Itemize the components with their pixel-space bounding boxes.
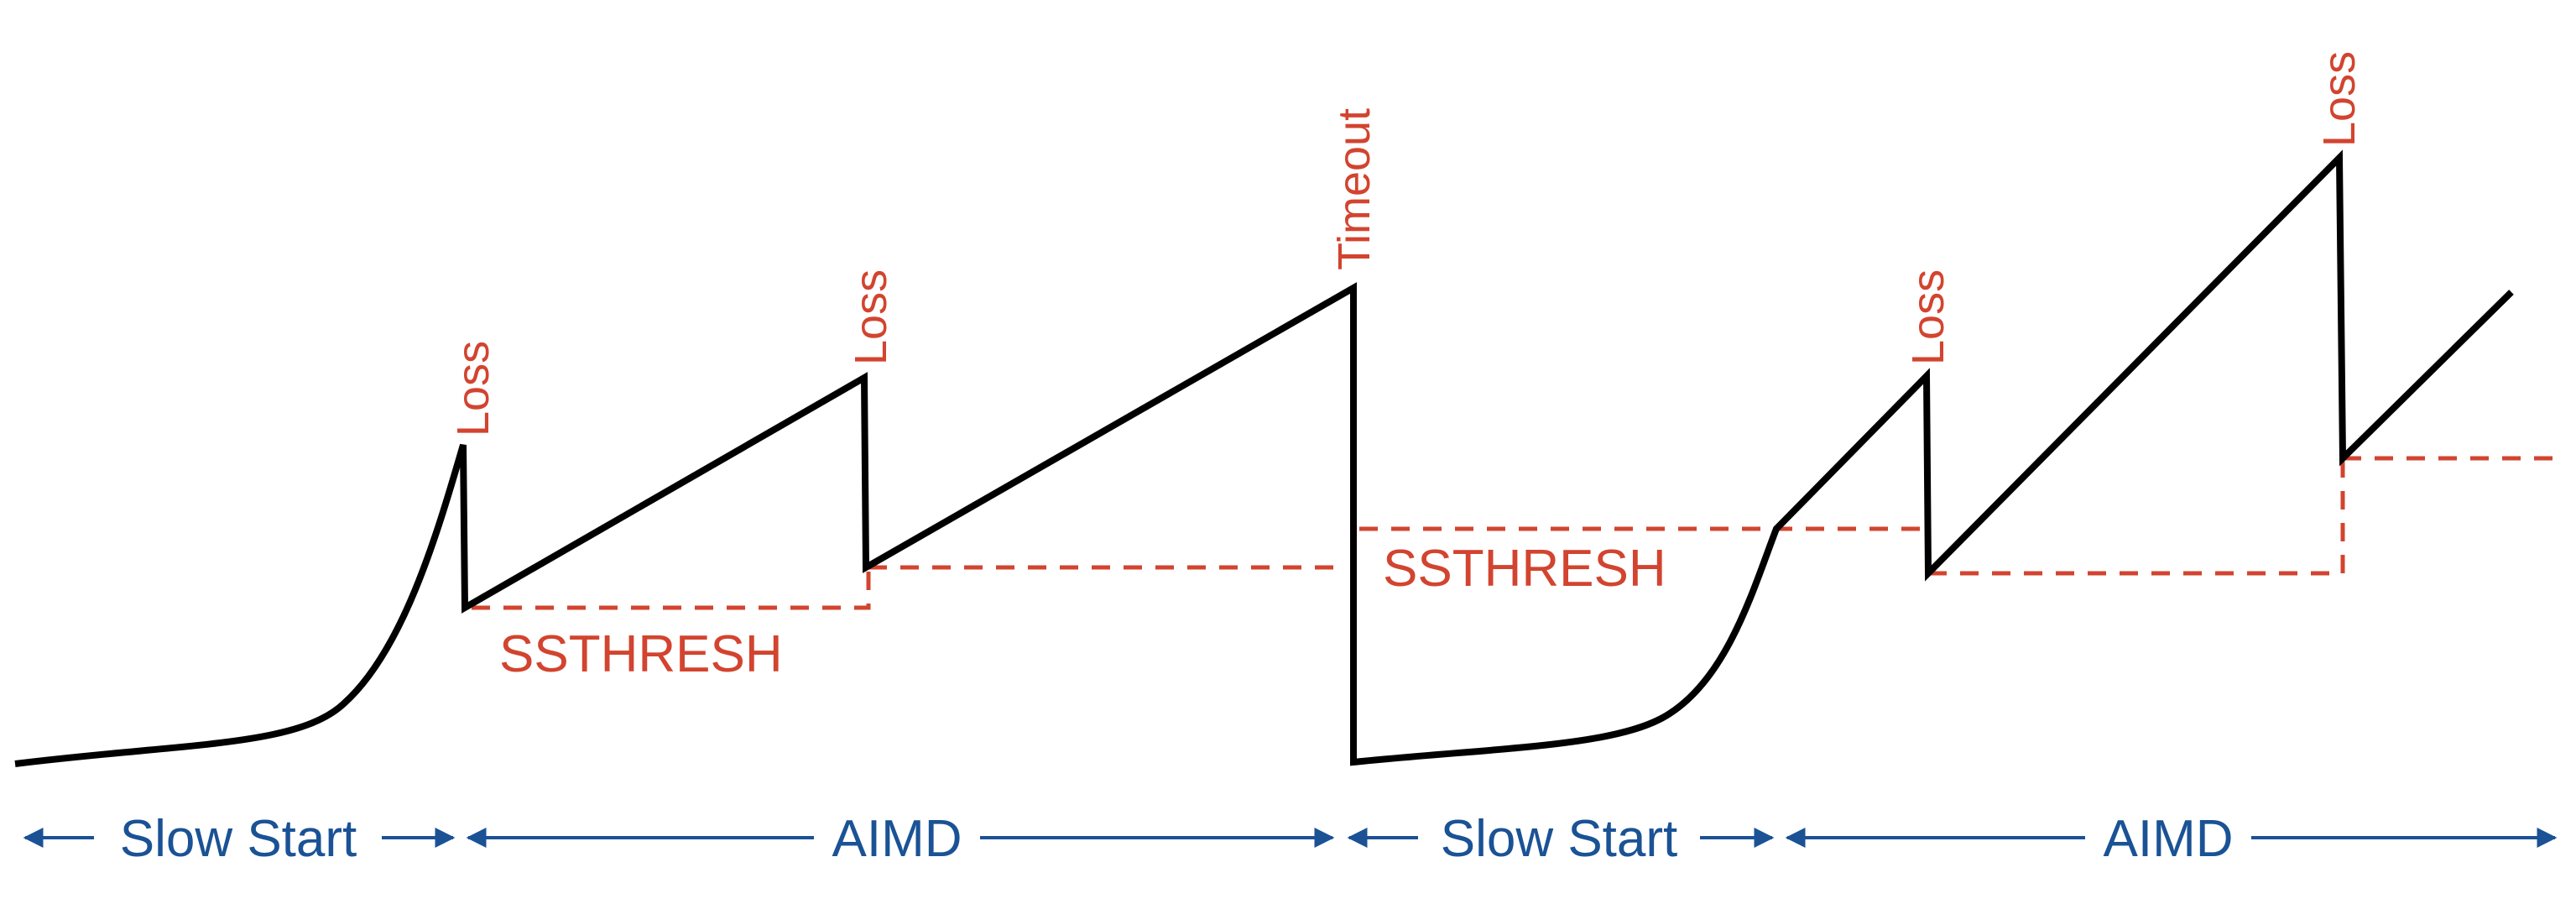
event-label-loss-2: Loss (846, 269, 896, 365)
ssthresh-label-1: SSTHRESH (499, 625, 783, 683)
phase-labels: Slow Start AIMD Slow Start AIMD (120, 810, 2234, 868)
event-label-loss-4: Loss (2314, 51, 2365, 147)
event-label-loss-1: Loss (448, 341, 498, 436)
congestion-window-curve (14, 149, 2514, 767)
event-label-loss-3: Loss (1903, 269, 1953, 365)
phase-label-slow-start-2: Slow Start (1441, 810, 1678, 868)
event-label-timeout: Timeout (1329, 108, 1379, 270)
ssthresh-line-1 (472, 567, 871, 610)
ssthresh-label-2: SSTHRESH (1383, 540, 1666, 598)
ssthresh-lines (472, 456, 2559, 610)
ssthresh-labels: SSTHRESH SSTHRESH (499, 540, 1666, 683)
phase-label-slow-start-1: Slow Start (120, 810, 357, 868)
phase-label-aimd-1: AIMD (832, 810, 962, 868)
ssthresh-line-4 (1928, 458, 2345, 576)
phase-label-aimd-2: AIMD (2104, 810, 2234, 868)
event-labels: Loss Loss Timeout Loss Loss (448, 51, 2365, 436)
